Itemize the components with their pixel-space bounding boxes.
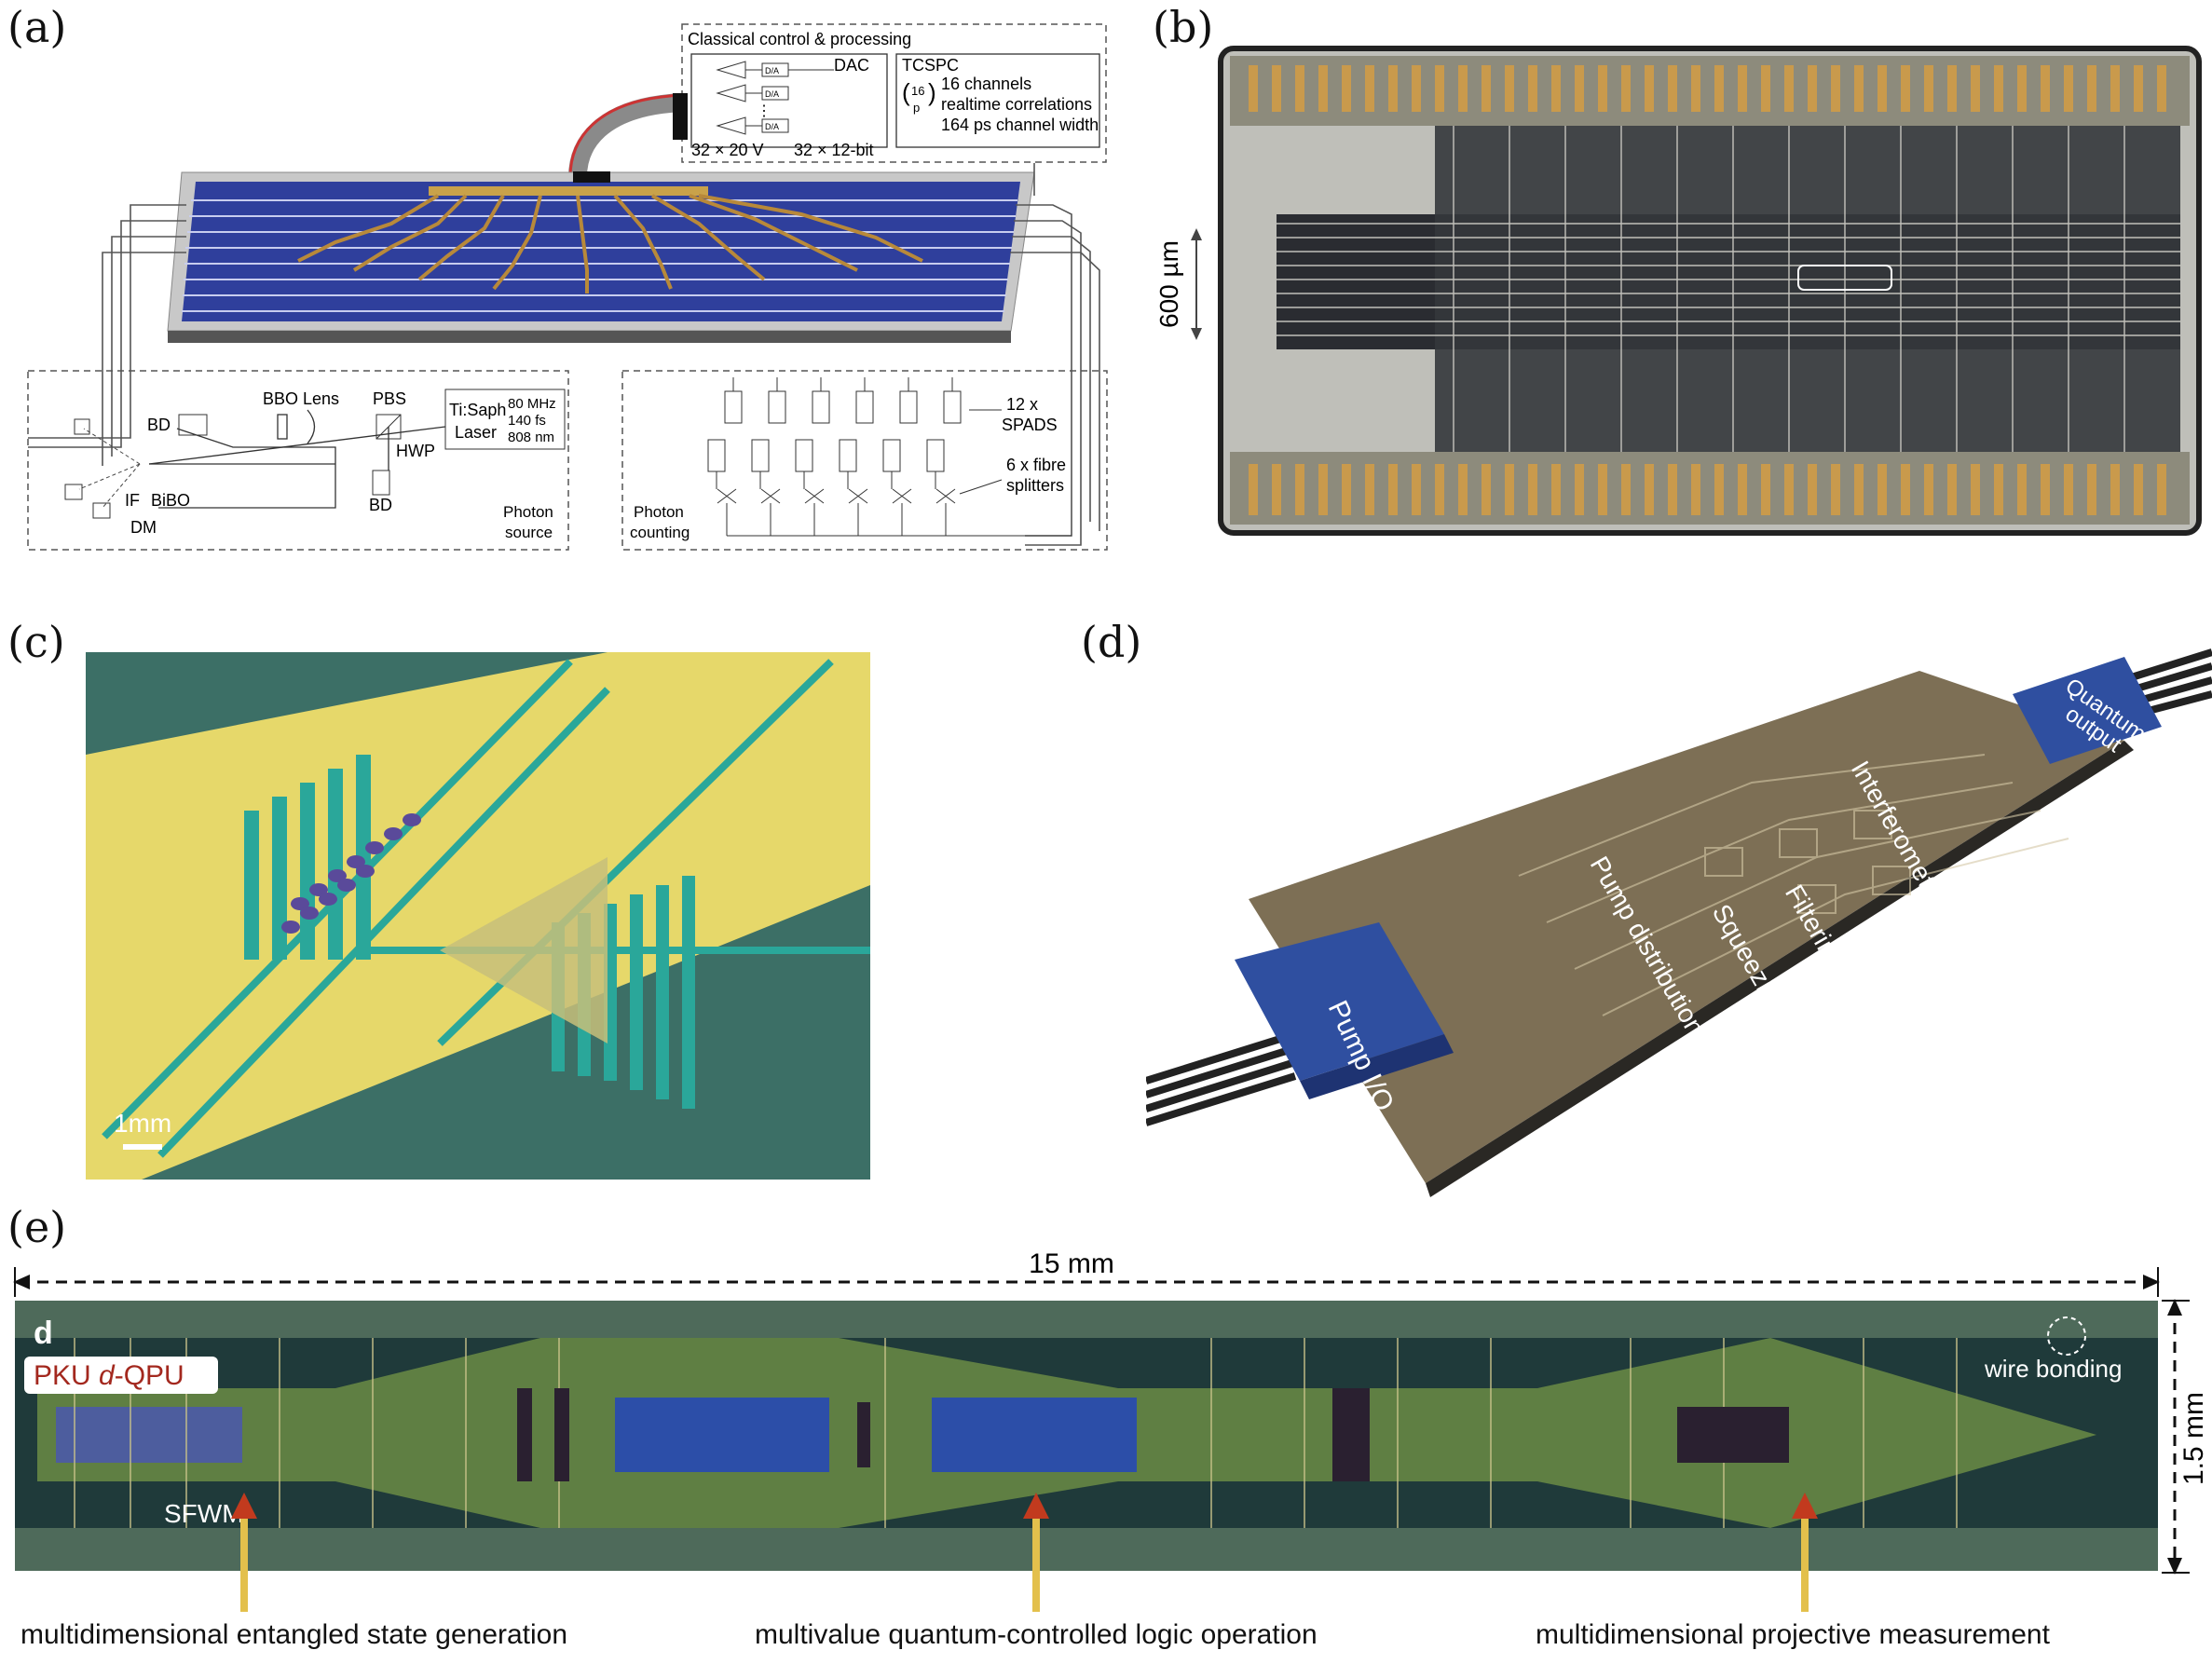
photon-counting-label-1: Photon <box>634 503 684 521</box>
dac-label: DAC <box>834 56 869 75</box>
laser-box <box>444 389 566 450</box>
wire-bonding-circle <box>2047 1316 2086 1356</box>
panel-e-letter: (e) <box>7 1202 67 1252</box>
da-chip-label: D/A <box>765 89 779 99</box>
spad-detectors <box>707 390 962 472</box>
bd-bottom-label: BD <box>369 496 392 514</box>
da-chip-label: D/A <box>765 66 779 75</box>
ribbon-cable <box>568 93 680 178</box>
yellow-substrate <box>86 652 870 1180</box>
laser-label-5: 808 nm <box>508 430 554 445</box>
phase-shifters <box>517 1388 1789 1481</box>
panel-c-photo: 1mm <box>86 652 870 1180</box>
photon-source-label-2: source <box>505 524 553 541</box>
panel-a-diagram: Classical control & processing DAC D/A D… <box>27 23 1108 551</box>
sfwm-label: SFWM <box>164 1499 244 1528</box>
connector <box>673 93 688 140</box>
tcspc-line2: realtime correlations <box>941 95 1092 114</box>
dm-label: DM <box>130 518 157 537</box>
tcspc-label: TCSPC <box>902 56 959 75</box>
binom-top: 16 <box>911 84 924 98</box>
fibers-left <box>28 204 186 466</box>
spads-label-2: SPADS <box>1002 416 1058 434</box>
tcspc-block <box>895 53 1100 148</box>
bbo-lens-label: BBO Lens <box>263 389 339 408</box>
vertical-electrodes <box>74 1338 1958 1528</box>
volts-label: 32 × 20 V <box>691 141 764 159</box>
amplifier-icon <box>716 84 746 102</box>
highlight-box <box>1797 265 1892 291</box>
photon-source-box <box>27 370 569 551</box>
qpu-badge <box>24 1357 218 1394</box>
photon-counting-label-2: counting <box>630 524 690 541</box>
binom-paren: ( <box>902 78 910 106</box>
blue-block-2 <box>932 1398 1137 1472</box>
pump-io-block <box>1235 922 1444 1081</box>
spads-label-1: 12 x <box>1006 395 1038 414</box>
amplifier-icon <box>716 116 746 135</box>
photon-counting-box <box>621 370 1108 551</box>
amplifier-icon <box>716 61 746 79</box>
fiber-bundle-left <box>1146 1030 1297 1126</box>
qpu-badge-text: PKU d-QPU <box>34 1360 184 1391</box>
bd-top-label: BD <box>147 416 171 434</box>
panel-a-letter: (a) <box>7 2 67 52</box>
arrow-3 <box>1792 1493 1818 1612</box>
tcspc-line1: 16 channels <box>941 75 1031 93</box>
chip-body <box>1249 671 2124 1183</box>
panel-b-micrograph: 600 µm <box>1155 46 2202 536</box>
scale-label: 600 µm <box>1155 240 1183 328</box>
pbs-label: PBS <box>373 389 406 408</box>
photon-source-label-1: Photon <box>503 503 553 521</box>
scale-label: 1mm <box>114 1109 171 1138</box>
panel-d-render: Pump I/O Quantum output Pump distributio… <box>1146 648 2212 1197</box>
circuit-traces <box>1277 126 2180 452</box>
bits-label: 32 × 12-bit <box>794 141 874 159</box>
length-label: 15 mm <box>1029 1248 1114 1279</box>
blue-block-1 <box>615 1398 829 1472</box>
bibo-label: BiBO <box>151 491 190 510</box>
da-chip-label: D/A <box>765 122 779 131</box>
arrow-1 <box>231 1493 257 1612</box>
bond-pads-top <box>1249 65 2166 112</box>
dac-block <box>690 53 888 148</box>
arrow-2 <box>1023 1493 1049 1612</box>
waveguides <box>182 199 1017 312</box>
if-label: IF <box>125 491 140 510</box>
hwp-label: HWP <box>396 442 435 460</box>
laser-label-2: Laser <box>455 423 497 442</box>
fan-structure <box>440 857 608 1043</box>
inset-letter: d <box>34 1316 53 1351</box>
scale-bar <box>123 1144 162 1150</box>
laser-label-4: 140 fs <box>508 413 546 429</box>
gold-electrodes <box>297 194 923 293</box>
tcspc-line3: 164 ps channel width <box>941 116 1099 134</box>
panel-c-letter: (c) <box>7 617 65 667</box>
source-block <box>56 1407 242 1463</box>
panel-d-letter: (d) <box>1081 617 1142 667</box>
label-entangled-state: multidimensional entangled state generat… <box>20 1619 568 1650</box>
width-label: 1.5 mm <box>2178 1392 2209 1485</box>
splitters-label-1: 6 x fibre <box>1006 456 1066 474</box>
splitters-label-2: splitters <box>1006 476 1064 495</box>
wire-bonding-label: wire bonding <box>1984 1355 2122 1383</box>
label-logic-operation: multivalue quantum-controlled logic oper… <box>755 1619 1318 1650</box>
label-projective-measurement: multidimensional projective measurement <box>1536 1619 2050 1650</box>
laser-label-1: Ti:Saph <box>449 401 506 419</box>
chip-waveguide-region <box>182 182 1020 321</box>
chip-pattern <box>1518 754 2069 1016</box>
dac-dots: ⋮ <box>757 103 771 119</box>
classical-title: Classical control & processing <box>688 30 911 48</box>
optics-paths <box>148 409 446 509</box>
laser-label-3: 80 MHz <box>508 396 556 412</box>
binom-paren: ) <box>928 78 936 106</box>
bond-pads-bottom <box>1249 464 2166 515</box>
purple-elements <box>281 813 421 934</box>
panel-b-letter: (b) <box>1153 2 1214 52</box>
binom-bottom: p <box>913 101 920 115</box>
fibre-splitters <box>716 377 1072 537</box>
quantum-output-block <box>2013 657 2162 764</box>
panel-e-diagram: 15 mm d PKU d-QPU wire bonding SFWM 1.5 … <box>13 1248 2209 1612</box>
chip-edge <box>168 331 1011 343</box>
